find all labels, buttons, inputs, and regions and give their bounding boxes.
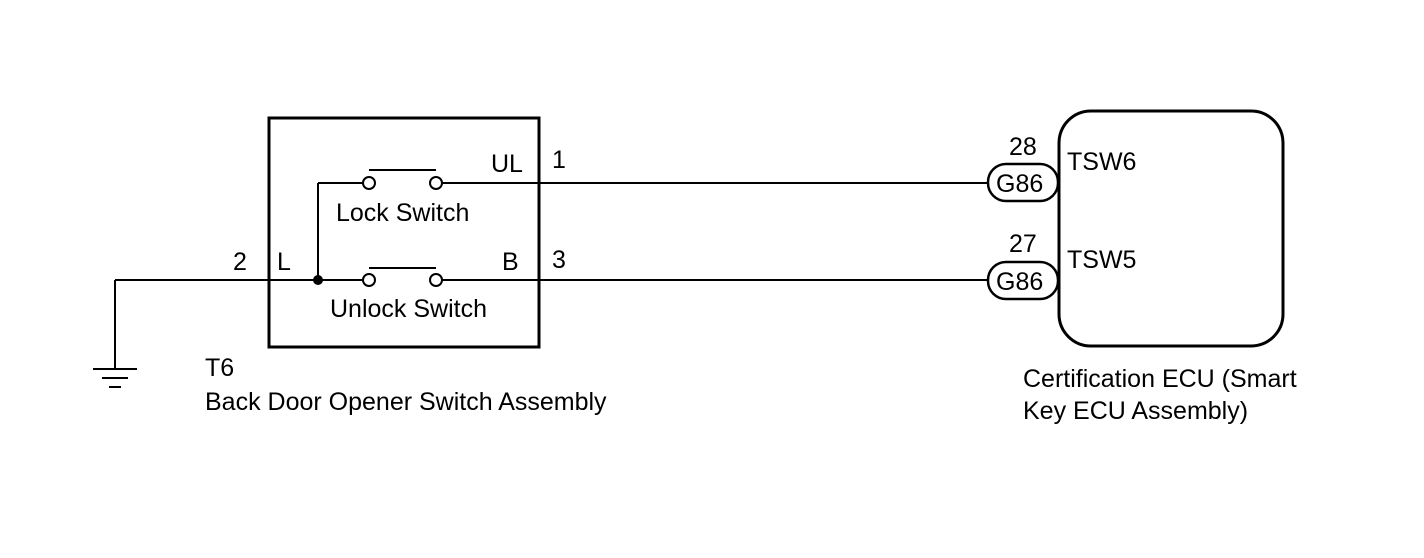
connector-top-label: G86 xyxy=(996,170,1043,198)
pin-2-label: 2 xyxy=(233,248,247,276)
switch-assembly-box xyxy=(267,116,541,349)
switch-assembly-name: Back Door Opener Switch Assembly xyxy=(205,388,607,416)
connector-g86-bottom xyxy=(986,260,1060,301)
switch-assembly-code: T6 xyxy=(205,354,234,382)
terminal-tsw5-label: TSW5 xyxy=(1067,246,1136,274)
ecu-name-line2: Key ECU Assembly) xyxy=(1023,397,1248,425)
unlock-switch-label: Unlock Switch xyxy=(330,295,487,323)
connector-g86-top xyxy=(986,162,1060,203)
lock-switch-icon xyxy=(318,169,539,190)
terminal-tsw6-label: TSW6 xyxy=(1067,148,1136,176)
ecu-name-line1: Certification ECU (Smart xyxy=(1023,365,1297,393)
terminal-b-label: B xyxy=(502,248,519,276)
pin-3-label: 3 xyxy=(552,246,566,274)
pin-1-label: 1 xyxy=(552,146,566,174)
pin-28-label: 28 xyxy=(1009,133,1037,161)
lock-switch-label: Lock Switch xyxy=(336,199,469,227)
ecu-box xyxy=(1057,109,1285,348)
ground-symbol xyxy=(93,280,137,388)
terminal-l-label: L xyxy=(277,248,291,276)
connector-bottom-label: G86 xyxy=(996,268,1043,296)
terminal-ul-label: UL xyxy=(491,150,523,178)
pin-27-label: 27 xyxy=(1009,230,1037,258)
unlock-switch-icon xyxy=(318,267,539,287)
